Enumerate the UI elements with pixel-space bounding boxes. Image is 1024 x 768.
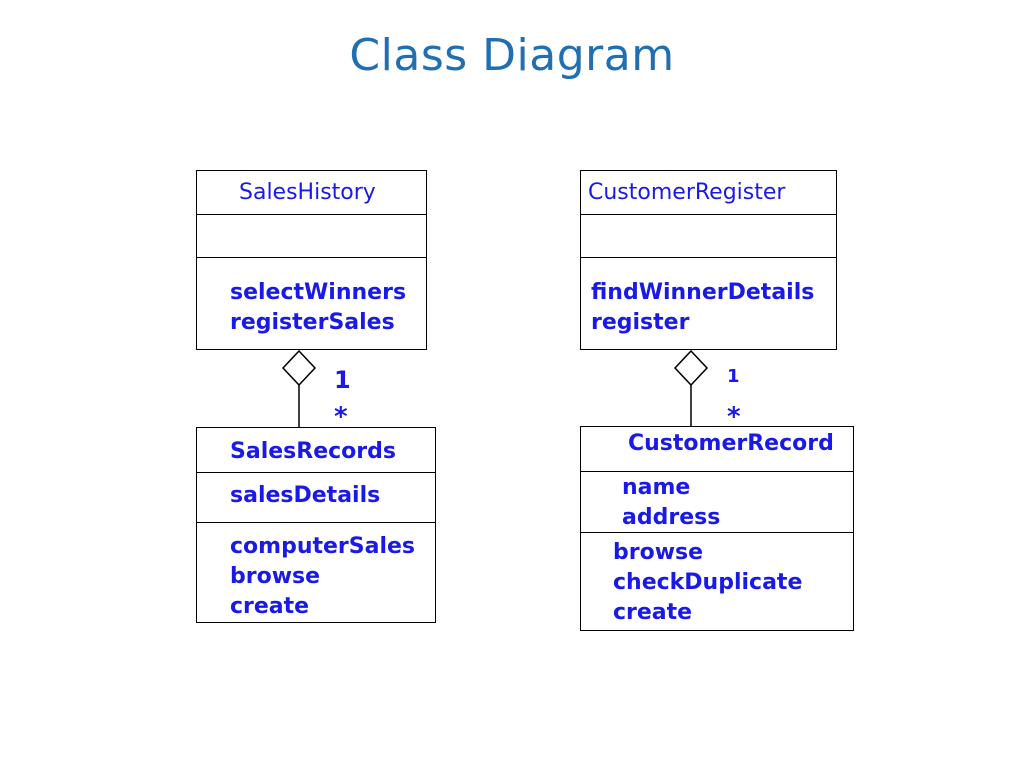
attribute: salesDetails (230, 483, 381, 508)
operations-compartment: findWinnerDetails register (581, 257, 836, 349)
class-customer-register[interactable]: CustomerRegister findWinnerDetails regis… (580, 170, 837, 350)
operation: browse (230, 564, 321, 589)
aggregation-customer (673, 349, 709, 427)
operation: create (230, 594, 310, 619)
multiplicity-sales-upper: 1 (334, 366, 351, 394)
class-name: CustomerRegister (588, 180, 786, 205)
class-sales-records[interactable]: SalesRecords salesDetails computerSales … (196, 427, 436, 623)
page-title: Class Diagram (349, 30, 675, 81)
attributes-compartment: name address (581, 471, 853, 532)
class-name: SalesHistory (239, 180, 376, 205)
multiplicity-sales-lower: * (334, 402, 348, 432)
attributes-compartment (581, 214, 836, 257)
class-customer-record[interactable]: CustomerRecord name address browse check… (580, 426, 854, 631)
operations-list: browse checkDuplicate create (613, 538, 802, 628)
class-name-compartment: SalesHistory (197, 171, 426, 214)
operation: computerSales (230, 534, 416, 559)
class-name-compartment: SalesRecords (197, 428, 435, 472)
attributes-list: salesDetails (230, 481, 380, 511)
operation: register (591, 310, 690, 335)
multiplicity-customer-lower: * (727, 402, 741, 432)
class-name-compartment: CustomerRecord (581, 427, 853, 471)
operations-compartment: selectWinners registerSales (197, 257, 426, 349)
attributes-compartment: salesDetails (197, 472, 435, 522)
attributes-list: name address (622, 473, 720, 533)
operation: registerSales (230, 310, 395, 335)
class-name-compartment: CustomerRegister (581, 171, 836, 214)
operations-compartment: computerSales browse create (197, 522, 435, 622)
aggregation-diamond-customer (673, 349, 709, 387)
class-name: CustomerRecord (628, 431, 834, 456)
attribute: name (622, 475, 691, 500)
class-name: SalesRecords (230, 439, 396, 464)
aggregation-diamond-sales (281, 349, 317, 387)
class-sales-history[interactable]: SalesHistory selectWinners registerSales (196, 170, 427, 350)
operation: selectWinners (230, 280, 407, 305)
operations-list: selectWinners registerSales (230, 278, 406, 338)
operations-list: findWinnerDetails register (591, 278, 814, 338)
operation: create (613, 600, 693, 625)
operations-list: computerSales browse create (230, 532, 415, 622)
attributes-compartment (197, 214, 426, 257)
operation: checkDuplicate (613, 570, 803, 595)
aggregation-sales (281, 349, 317, 428)
multiplicity-customer-upper: 1 (727, 366, 740, 387)
operation: findWinnerDetails (591, 280, 815, 305)
operations-compartment: browse checkDuplicate create (581, 532, 853, 630)
operation: browse (613, 540, 704, 565)
attribute: address (622, 505, 721, 530)
